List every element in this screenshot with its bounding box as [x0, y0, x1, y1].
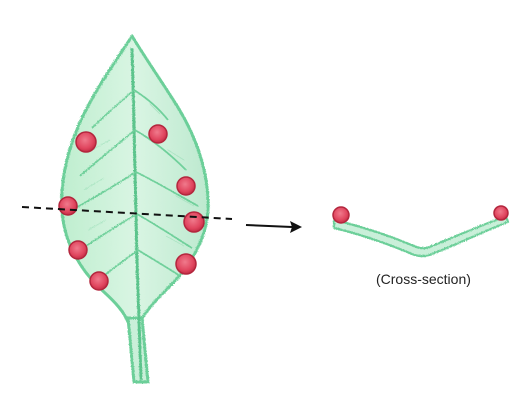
right-arrow [245, 221, 302, 233]
leaf-spots [58, 124, 205, 291]
red-spot [493, 205, 509, 221]
red-spot [332, 206, 350, 224]
leaf-shading [83, 99, 195, 247]
red-spot [175, 253, 197, 275]
red-spot [58, 196, 78, 216]
leaf-midrib [130, 47, 143, 381]
cross-section-blade [332, 214, 510, 258]
leaf-petiole [126, 316, 150, 384]
red-spot [89, 271, 109, 291]
cross-section [332, 214, 510, 258]
red-spot [148, 124, 168, 144]
red-spot [176, 176, 196, 196]
red-spot [183, 211, 205, 233]
red-spot [68, 240, 88, 260]
red-spot [75, 131, 97, 153]
cross-section-caption: (Cross-section) [376, 271, 471, 287]
leaf-illustration [60, 34, 210, 384]
